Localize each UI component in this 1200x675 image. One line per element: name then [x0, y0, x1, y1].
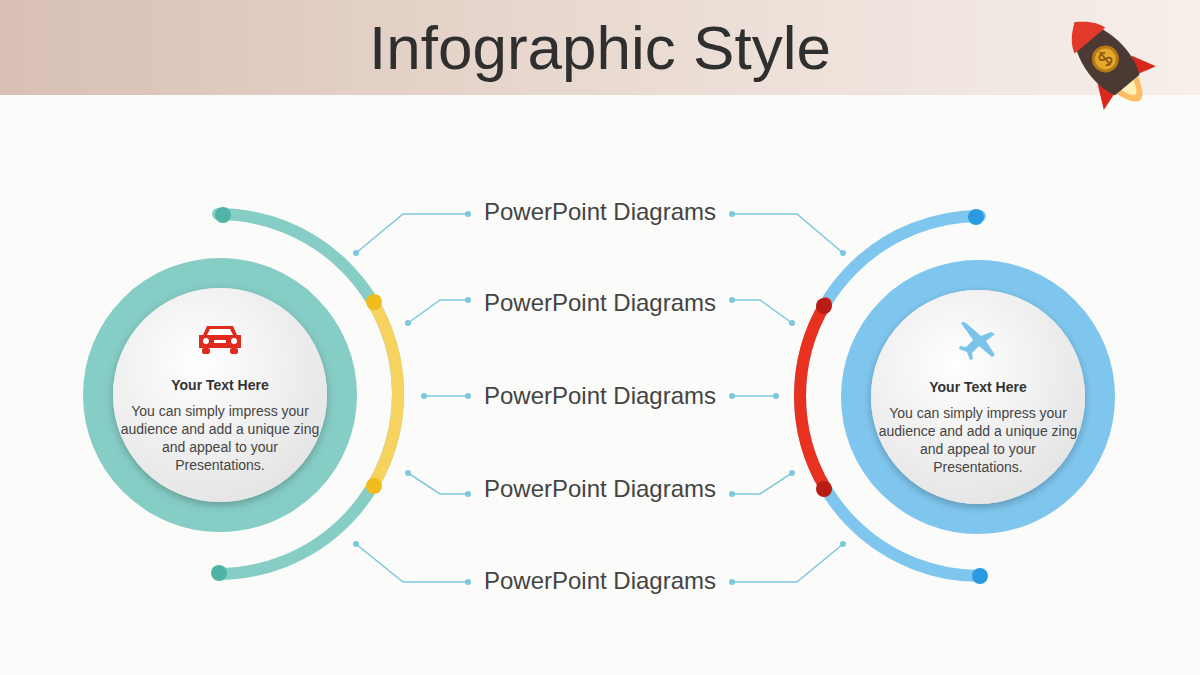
node-heading: Your Text Here	[120, 376, 320, 394]
item-label: PowerPoint Diagrams	[484, 566, 716, 596]
node-body: You can simply impress your audience and…	[878, 404, 1078, 476]
circle-shape	[841, 260, 1115, 534]
slide-title: Infographic Style	[0, 8, 1200, 88]
item-label: PowerPoint Diagrams	[484, 474, 716, 504]
circle-node: Your Text HereYou can simply impress you…	[83, 258, 357, 532]
node-text: Your Text HereYou can simply impress you…	[120, 376, 320, 474]
circle-shape	[83, 258, 357, 532]
circle-node: Your Text HereYou can simply impress you…	[841, 260, 1115, 534]
node-body: You can simply impress your audience and…	[120, 402, 320, 474]
item-label: PowerPoint Diagrams	[484, 288, 716, 318]
item-label: PowerPoint Diagrams	[484, 197, 716, 227]
item-label: PowerPoint Diagrams	[484, 381, 716, 411]
node-heading: Your Text Here	[878, 378, 1078, 396]
node-text: Your Text HereYou can simply impress you…	[878, 378, 1078, 476]
